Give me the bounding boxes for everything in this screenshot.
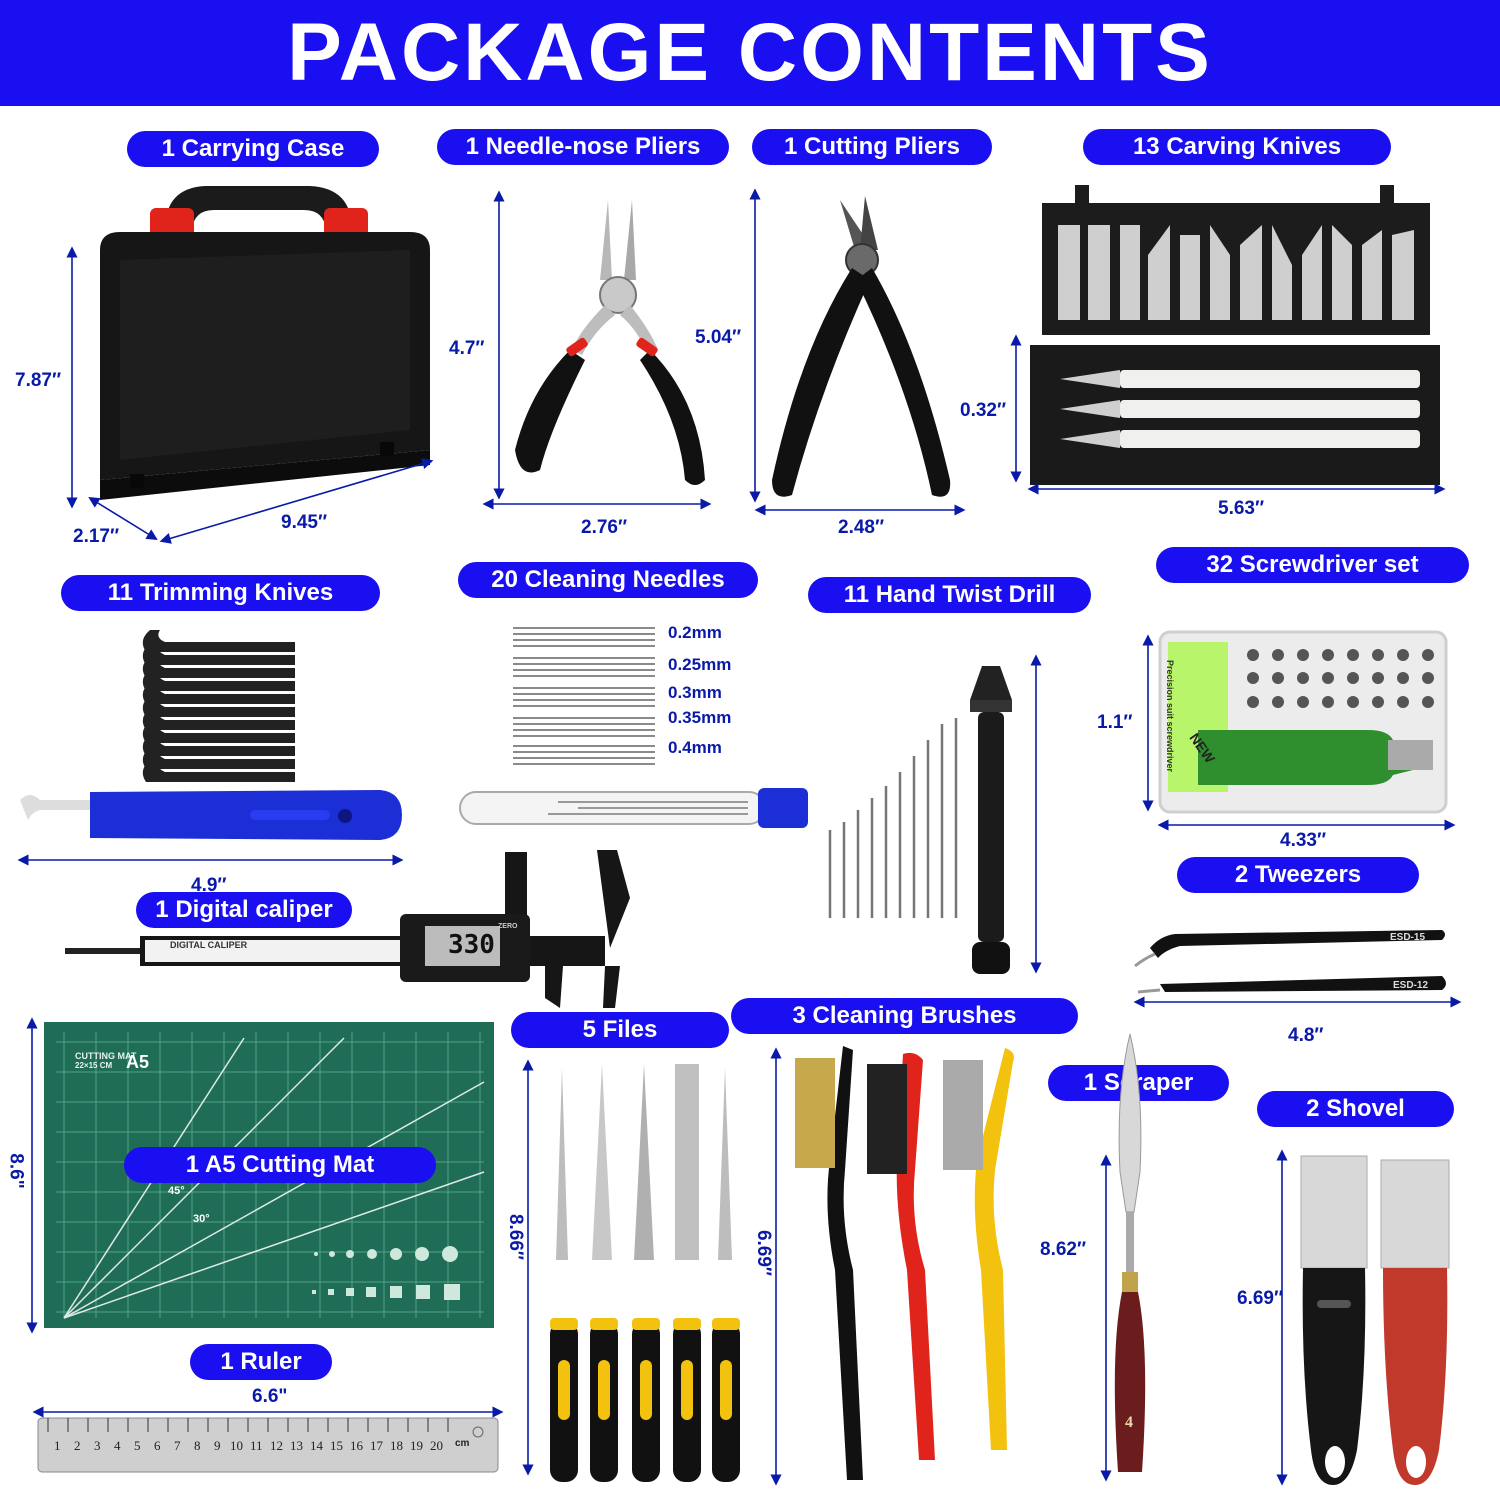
- svg-text:9: 9: [214, 1438, 221, 1453]
- svg-text:18: 18: [390, 1438, 403, 1453]
- svg-text:8: 8: [194, 1438, 201, 1453]
- label-cleaning-brushes: 3 Cleaning Brushes: [731, 998, 1078, 1034]
- svg-text:12: 12: [270, 1438, 283, 1453]
- svg-text:7: 7: [174, 1438, 181, 1453]
- label-needle-nose-pliers: 1 Needle-nose Pliers: [437, 129, 729, 165]
- label-screwdriver-set: 32 Screwdriver set: [1156, 547, 1469, 583]
- digital-caliper-image: [65, 850, 630, 1008]
- trimming-knives-image: [20, 630, 402, 840]
- mat-size: 22×15 CM: [75, 1061, 113, 1070]
- shovel-image: [1300, 1155, 1450, 1485]
- label-cleaning-needles: 20 Cleaning Needles: [458, 562, 758, 598]
- svg-text:2: 2: [74, 1438, 81, 1453]
- dim-trimming-width: 4.9″: [191, 875, 227, 896]
- label-cutting-mat: 1 A5 Cutting Mat: [124, 1147, 436, 1183]
- screwdriver-set-image: [1158, 630, 1448, 814]
- svg-text:4: 4: [114, 1438, 121, 1453]
- svg-text:5: 5: [134, 1438, 141, 1453]
- mat-angle-45: 45°: [168, 1185, 185, 1197]
- dim-screwdriver-height: 1.1″: [1097, 712, 1133, 733]
- svg-text:10: 10: [230, 1438, 243, 1453]
- needle-size-2: 0.25mm: [668, 655, 732, 674]
- tweezers-image: [1134, 930, 1446, 994]
- svg-text:16: 16: [350, 1438, 364, 1453]
- mat-title: CUTTING MAT: [75, 1051, 137, 1061]
- page-title: PACKAGE CONTENTS: [287, 7, 1213, 98]
- svg-text:11: 11: [250, 1438, 263, 1453]
- label-cutting-pliers: 1 Cutting Pliers: [752, 129, 992, 165]
- label-trimming-knives: 11 Trimming Knives: [61, 575, 380, 611]
- caliper-zero: ZERO: [498, 923, 518, 930]
- caliper-brand: DIGITAL CALIPER: [170, 940, 248, 950]
- needle-size-5: 0.4mm: [668, 738, 722, 757]
- dim-case-depth: 2.17″: [73, 526, 120, 547]
- dim-cutting-pliers-width: 2.48″: [838, 517, 885, 538]
- svg-text:20: 20: [430, 1438, 443, 1453]
- files-image: [550, 1064, 740, 1482]
- ruler-unit: cm: [455, 1438, 470, 1449]
- label-tweezers: 2 Tweezers: [1177, 857, 1419, 893]
- tweezer-label-2: ESD-12: [1393, 980, 1429, 991]
- label-files: 5 Files: [511, 1012, 729, 1048]
- svg-text:19: 19: [410, 1438, 423, 1453]
- svg-text:15: 15: [330, 1438, 343, 1453]
- dim-screwdriver-width: 4.33″: [1280, 830, 1327, 851]
- scraper-number: 4: [1125, 1414, 1133, 1431]
- header-banner: PACKAGE CONTENTS: [0, 0, 1500, 106]
- dim-knives-height: 0.32″: [960, 400, 1007, 421]
- svg-text:13: 13: [290, 1438, 303, 1453]
- needle-size-3: 0.3mm: [668, 683, 722, 702]
- scraper-image: [1114, 1033, 1146, 1472]
- carrying-case-image: [100, 186, 430, 500]
- label-digital-caliper: 1 Digital caliper: [136, 892, 352, 928]
- cleaning-needles-image: [513, 627, 655, 765]
- dim-cutting-pliers-height: 5.04″: [695, 327, 742, 348]
- dim-knives-width: 5.63″: [1218, 498, 1265, 519]
- dim-shovel-height: 6.69″: [1237, 1288, 1284, 1309]
- svg-text:6: 6: [154, 1438, 161, 1453]
- svg-text:14: 14: [310, 1438, 324, 1453]
- dim-case-width: 9.45″: [281, 512, 328, 533]
- needle-nose-pliers-image: [515, 200, 705, 485]
- svg-text:3: 3: [94, 1438, 101, 1453]
- needle-tube-image: [459, 788, 808, 828]
- dim-scraper-height: 8.62″: [1040, 1239, 1087, 1260]
- label-carving-knives: 13 Carving Knives: [1083, 129, 1391, 165]
- carving-knives-image: [1030, 185, 1440, 485]
- hand-twist-drill-image: [828, 666, 1012, 974]
- screwdriver-brand: Precision suit screwdriver: [1165, 660, 1175, 772]
- label-carrying-case: 1 Carrying Case: [127, 131, 379, 167]
- dim-mat-height: 8.6": [5, 1153, 27, 1189]
- tweezer-label-1: ESD-15: [1390, 932, 1426, 943]
- needle-size-1: 0.2mm: [668, 623, 722, 642]
- cleaning-brushes-image: [795, 1046, 1014, 1480]
- dim-case-height: 7.87″: [15, 370, 62, 391]
- dim-tweezers-width: 4.8″: [1288, 1025, 1324, 1046]
- label-hand-twist-drill: 11 Hand Twist Drill: [808, 577, 1091, 613]
- label-shovel: 2 Shovel: [1257, 1091, 1454, 1127]
- svg-text:1: 1: [54, 1438, 61, 1453]
- dim-brushes-height: 6.69″: [753, 1229, 775, 1277]
- dim-needle-pliers-height: 4.7″: [449, 338, 485, 359]
- dim-ruler-width: 6.6": [252, 1386, 288, 1407]
- mat-a5: A5: [126, 1052, 150, 1072]
- svg-text:17: 17: [370, 1438, 384, 1453]
- cutting-pliers-image: [772, 196, 951, 497]
- label-ruler: 1 Ruler: [190, 1344, 332, 1380]
- caliper-reading: 330: [448, 930, 495, 960]
- dim-needle-pliers-width: 2.76″: [581, 517, 628, 538]
- dim-files-height: 8.66″: [505, 1213, 527, 1261]
- mat-angle-30: 30°: [193, 1213, 210, 1225]
- needle-size-4: 0.35mm: [668, 708, 732, 727]
